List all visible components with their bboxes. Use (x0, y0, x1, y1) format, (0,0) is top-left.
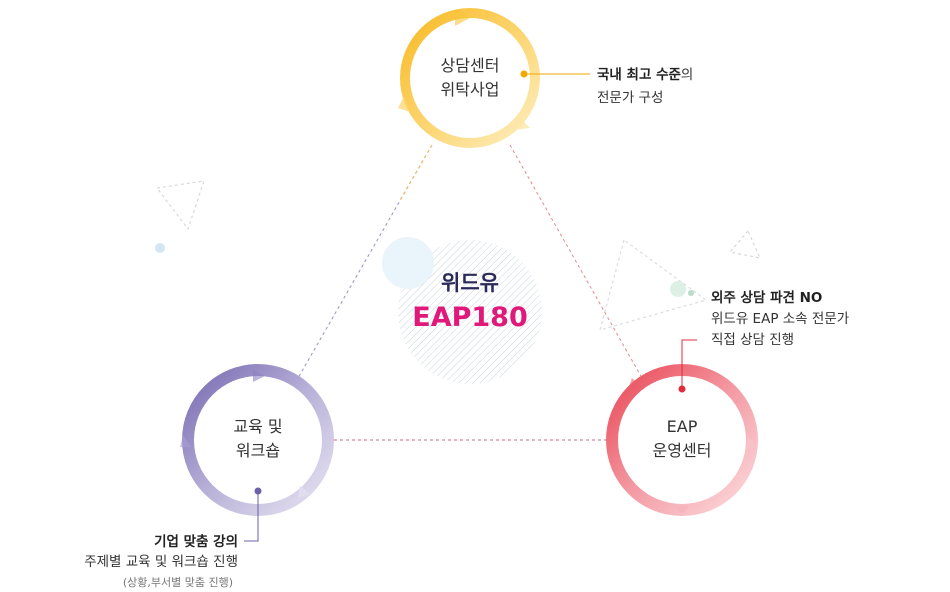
node-left-line1: 교육 및 (233, 417, 282, 436)
callout-top-line2: 전문가 구성 (597, 90, 663, 106)
node-top[interactable]: 상담센터 위탁사업 (398, 8, 540, 148)
callout-right-line3: 직접 상담 진행 (711, 332, 794, 348)
node-right[interactable]: EAP 운영센터 (606, 364, 758, 516)
callout-left-line2: 주제별 교육 및 워크숍 진행 (84, 554, 238, 570)
connector-top-gradient (399, 144, 433, 201)
callout-left-line3: (상황,부서별 맞춤 진행) (123, 576, 233, 589)
node-top-line2: 위탁사업 (441, 80, 500, 99)
node-top-line1: 상담센터 (441, 56, 500, 75)
node-right-line1: EAP (667, 417, 698, 436)
center-blue-circle (382, 237, 434, 289)
center-subtitle: EAP180 (412, 302, 528, 333)
callout-left: 기업 맞춤 강의 주제별 교육 및 워크숍 진행 (상황,부서별 맞춤 진행) (84, 487, 262, 589)
decor-dot (155, 243, 165, 253)
callout-right-line1: 외주 상담 파견 NO (711, 289, 822, 306)
callout-top: 국내 최고 수준의 전문가 구성 (520, 67, 693, 106)
node-right-line2: 운영센터 (653, 441, 712, 460)
decor-dot (670, 281, 686, 297)
callout-top-line1-bold: 국내 최고 수준 (597, 67, 681, 83)
decor-triangle (599, 238, 708, 331)
node-left-line2: 워크숍 (236, 441, 280, 460)
decor-triangle (155, 180, 205, 231)
callout-top-line1-rest: 의 (681, 67, 693, 83)
callout-left-line1: 기업 맞춤 강의 (154, 533, 238, 550)
decor-triangle (728, 229, 762, 259)
callout-right-line2: 위드유 EAP 소속 전문가 (711, 311, 849, 327)
callout-right: 외주 상담 파견 NO 위드유 EAP 소속 전문가 직접 상담 진행 (678, 289, 849, 393)
node-left[interactable]: 교육 및 워크숍 (180, 364, 334, 516)
center-title: 위드유 (441, 271, 499, 295)
decor-dot (688, 290, 694, 296)
connector-top-right (509, 144, 643, 379)
center-hatch-circle (398, 240, 542, 384)
svg-text:국내 최고 수준의: 국내 최고 수준의 (597, 67, 693, 83)
